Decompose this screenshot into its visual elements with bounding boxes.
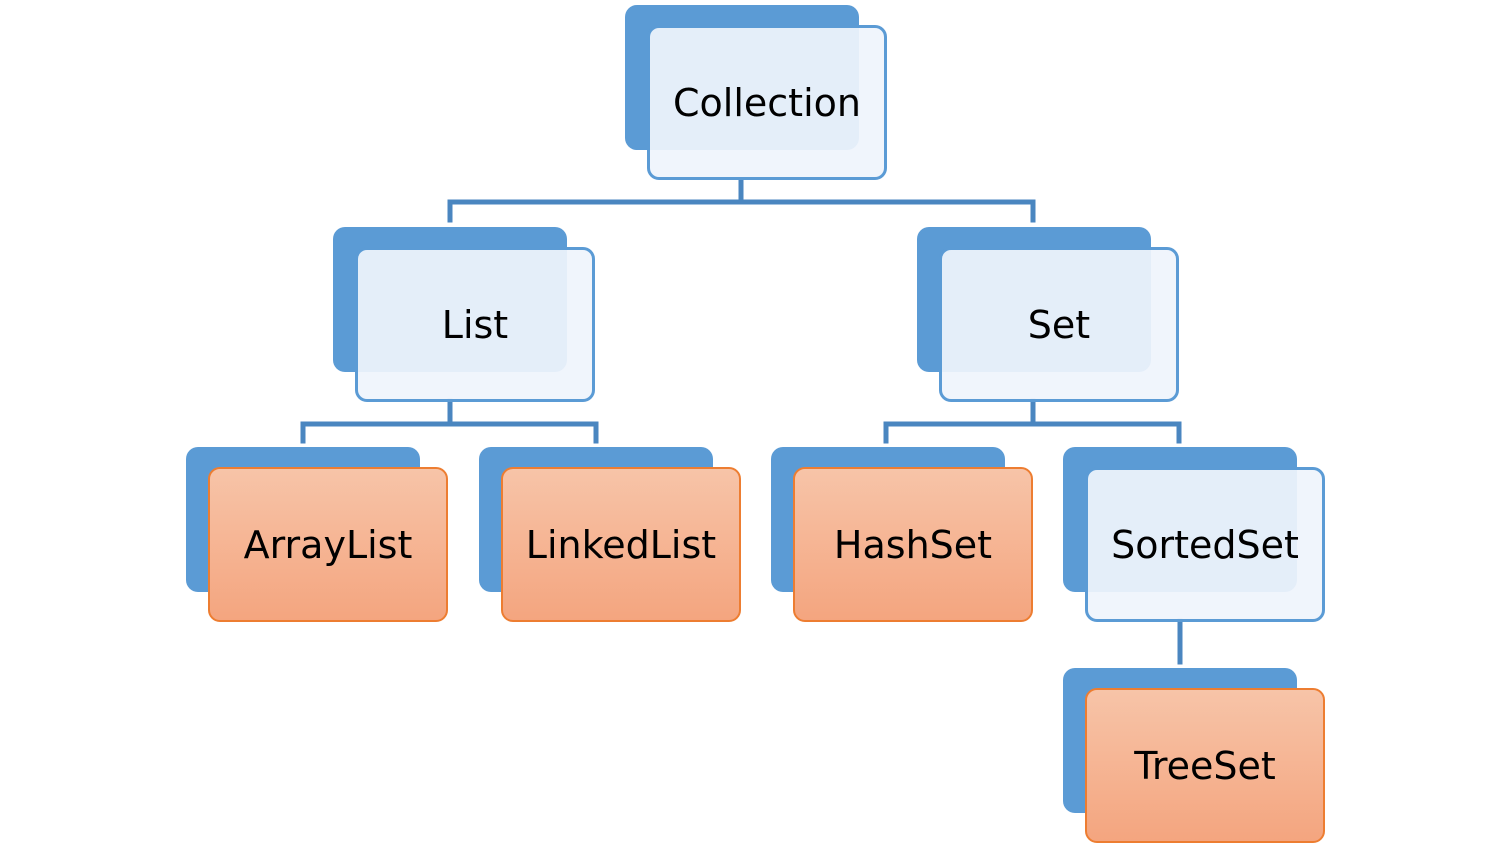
node-set: Set xyxy=(917,227,1179,402)
node-box: HashSet xyxy=(793,467,1033,622)
node-box: LinkedList xyxy=(501,467,741,622)
connector-list-children xyxy=(300,398,599,444)
node-box: List xyxy=(355,247,595,402)
node-label-collection: Collection xyxy=(673,80,861,125)
node-label-set: Set xyxy=(1027,302,1091,347)
node-box: ArrayList xyxy=(208,467,448,622)
connector-set-children xyxy=(883,398,1182,444)
node-label-list: List xyxy=(441,302,509,347)
node-linkedlist: LinkedList xyxy=(479,447,741,622)
node-label-linkedlist: LinkedList xyxy=(525,522,717,567)
node-label-arraylist: ArrayList xyxy=(243,522,413,567)
node-arraylist: ArrayList xyxy=(186,447,448,622)
node-hashset: HashSet xyxy=(771,447,1033,622)
node-list: List xyxy=(333,227,595,402)
node-label-sortedset: SortedSet xyxy=(1111,522,1299,567)
node-treeset: TreeSet xyxy=(1063,668,1325,843)
node-box: TreeSet xyxy=(1085,688,1325,843)
node-sortedset: SortedSet xyxy=(1063,447,1325,622)
node-label-hashset: HashSet xyxy=(833,522,993,567)
node-collection: Collection xyxy=(625,5,887,180)
node-box: SortedSet xyxy=(1085,467,1325,622)
connector-collection-children xyxy=(447,177,1036,223)
node-box: Set xyxy=(939,247,1179,402)
node-box: Collection xyxy=(647,25,887,180)
node-label-treeset: TreeSet xyxy=(1134,743,1276,788)
